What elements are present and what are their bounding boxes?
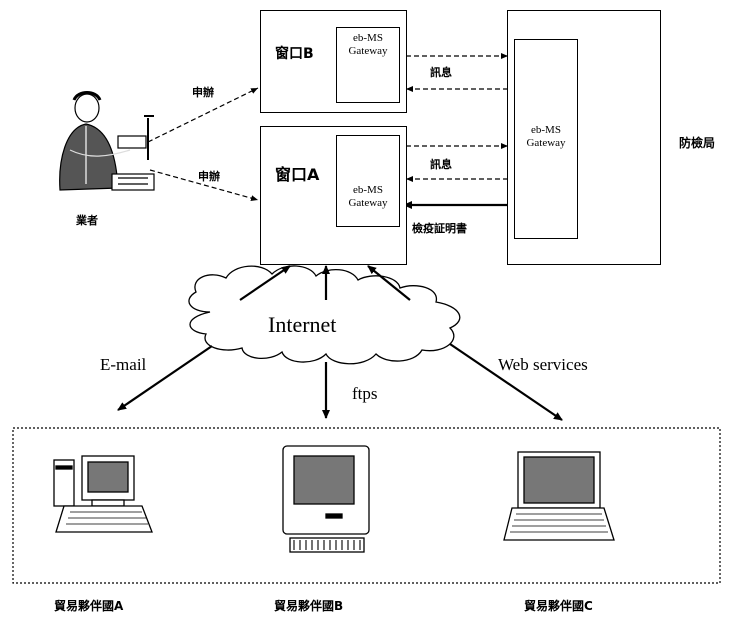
window-a-gateway-box: eb-MS Gateway — [336, 135, 400, 227]
internet-to-a-right-arrow — [367, 265, 411, 301]
window-b-label: 窗口B — [275, 46, 314, 62]
email-label: E-mail — [100, 355, 147, 374]
partner-b-label: 貿易夥伴國B — [274, 599, 344, 613]
partner-a-label: 貿易夥伴國A — [54, 599, 124, 613]
desktop-computer-icon — [53, 455, 153, 533]
web-services-arrow — [449, 343, 563, 421]
business-owner-label: 業者 — [76, 214, 98, 227]
window-b-gateway-label: eb-MS Gateway — [348, 32, 388, 57]
window-b-gateway-box: eb-MS Gateway — [336, 27, 400, 103]
business-owner-figure — [59, 91, 155, 191]
window-a-gateway-label: eb-MS Gateway — [348, 184, 388, 209]
web-services-label: Web services — [498, 355, 588, 374]
bureau-gateway-box: eb-MS Gateway — [514, 39, 578, 239]
inspection-bureau-label: 防檢局 — [679, 136, 716, 150]
internet-to-a-left-arrow — [239, 265, 291, 301]
certificate-label: 檢疫証明書 — [412, 222, 467, 235]
bureau-gateway-label: eb-MS Gateway — [526, 124, 566, 149]
laptop-computer-icon — [503, 451, 615, 541]
partner-c-label: 貿易夥伴國C — [524, 599, 593, 613]
window-a-box: 窗口A eb-MS Gateway — [260, 126, 407, 265]
internet-label: Internet — [268, 312, 337, 337]
apply-b-label: 申辦 — [192, 86, 214, 99]
trade-partners-frame — [12, 427, 721, 584]
apply-a-label: 申辦 — [198, 170, 220, 183]
ftps-label: ftps — [352, 384, 378, 403]
window-a-label: 窗口A — [275, 165, 320, 184]
mac-computer-icon — [282, 445, 370, 553]
internet-cloud — [188, 265, 461, 365]
apply-b-arrow — [147, 87, 259, 143]
inspection-bureau-box: eb-MS Gateway — [507, 10, 661, 265]
email-arrow — [117, 345, 213, 411]
message-b-label: 訊息 — [430, 66, 452, 79]
apply-a-arrow — [149, 169, 259, 202]
message-a-label: 訊息 — [430, 158, 452, 171]
window-b-box: 窗口B eb-MS Gateway — [260, 10, 407, 113]
